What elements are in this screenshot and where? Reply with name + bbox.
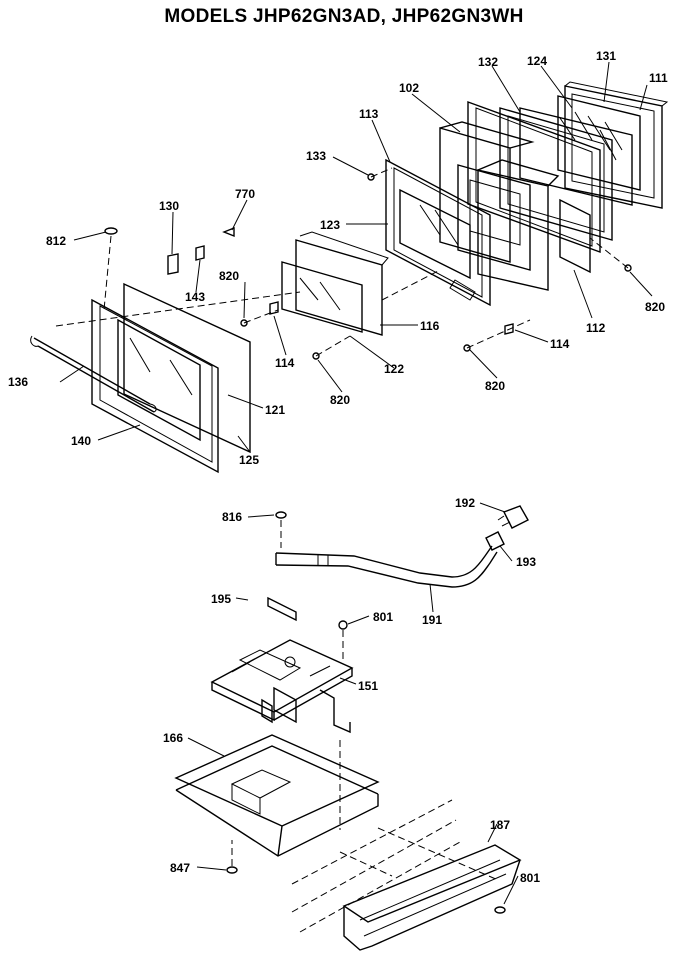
callout-166: 166 bbox=[163, 731, 183, 745]
callout-133: 133 bbox=[306, 149, 326, 163]
callout-140: 140 bbox=[71, 434, 91, 448]
callout-820-upper-left: 820 bbox=[219, 269, 239, 283]
screw-820c bbox=[312, 352, 320, 360]
callout-801-lower: 801 bbox=[520, 871, 540, 885]
outer-glass-121 bbox=[123, 282, 251, 454]
callout-191: 191 bbox=[422, 613, 442, 627]
knob-192 bbox=[497, 505, 529, 529]
callout-812: 812 bbox=[46, 234, 66, 248]
trim-bracket-187 bbox=[342, 844, 522, 951]
lock-rod-191 bbox=[275, 545, 498, 588]
callout-121: 121 bbox=[265, 403, 285, 417]
door-frame-140 bbox=[91, 298, 219, 474]
window-glass-116 bbox=[281, 231, 389, 336]
glass-pack-124 bbox=[519, 107, 633, 206]
callout-847: 847 bbox=[170, 861, 190, 875]
callout-122: 122 bbox=[384, 362, 404, 376]
screw-847 bbox=[226, 840, 238, 874]
clip-193 bbox=[485, 531, 505, 551]
callout-124: 124 bbox=[527, 54, 547, 68]
screw-801b bbox=[494, 906, 506, 914]
door-liner-102 bbox=[439, 121, 560, 291]
inner-frame-112 bbox=[467, 101, 601, 274]
callout-151: 151 bbox=[358, 679, 378, 693]
callout-113: 113 bbox=[359, 107, 379, 121]
callout-195: 195 bbox=[211, 592, 231, 606]
screw-133 bbox=[367, 173, 375, 181]
callout-143: 143 bbox=[185, 290, 205, 304]
callout-132: 132 bbox=[478, 55, 498, 69]
lock-mechanism-151 bbox=[210, 639, 354, 734]
screw-820d bbox=[463, 344, 471, 352]
link-195 bbox=[267, 596, 297, 622]
inner-panel-113 bbox=[385, 158, 491, 307]
callout-112: 112 bbox=[586, 321, 606, 335]
callout-820-right: 820 bbox=[645, 300, 665, 314]
door-back-frame-111 bbox=[564, 81, 669, 209]
leader-lines-lock bbox=[187, 502, 519, 905]
callout-136: 136 bbox=[8, 375, 28, 389]
callout-116: 116 bbox=[420, 319, 440, 333]
door-handle-136 bbox=[30, 335, 157, 413]
callout-114-right: 114 bbox=[550, 337, 570, 351]
door-glass-131 bbox=[557, 95, 641, 191]
screw-812 bbox=[104, 227, 118, 235]
callout-102: 102 bbox=[399, 81, 419, 95]
callout-801-upper: 801 bbox=[373, 610, 393, 624]
callout-187: 187 bbox=[490, 818, 510, 832]
screw-816 bbox=[275, 511, 287, 548]
spacer-143 bbox=[195, 245, 205, 261]
leader-lines-door bbox=[59, 61, 653, 453]
hinge-clip-130 bbox=[167, 253, 179, 275]
callout-770: 770 bbox=[235, 187, 255, 201]
callout-114-left: 114 bbox=[275, 356, 295, 370]
callout-192: 192 bbox=[455, 496, 475, 510]
callout-820-lower-mid: 820 bbox=[330, 393, 350, 407]
fastener-770 bbox=[222, 226, 235, 238]
callout-125: 125 bbox=[239, 453, 259, 467]
shield-166 bbox=[174, 734, 380, 857]
range-frame-outline bbox=[291, 799, 499, 933]
screw-820a bbox=[240, 319, 248, 327]
screw-801a bbox=[338, 620, 348, 660]
diagram-title: MODELS JHP62GN3AD, JHP62GN3WH bbox=[164, 6, 524, 27]
callout-123: 123 bbox=[320, 218, 340, 232]
clip-114b bbox=[504, 323, 514, 335]
callout-labels: 111 131 124 132 102 113 133 770 130 812 … bbox=[8, 49, 668, 885]
assembly-lines-door bbox=[55, 167, 629, 357]
callout-130: 130 bbox=[159, 199, 179, 213]
callout-111: 111 bbox=[649, 71, 668, 85]
callout-193: 193 bbox=[516, 555, 536, 569]
screw-820b bbox=[624, 264, 632, 272]
callout-131: 131 bbox=[596, 49, 616, 63]
clip-114a bbox=[269, 301, 279, 315]
callout-816: 816 bbox=[222, 510, 242, 524]
callout-820-lower-right: 820 bbox=[485, 379, 505, 393]
